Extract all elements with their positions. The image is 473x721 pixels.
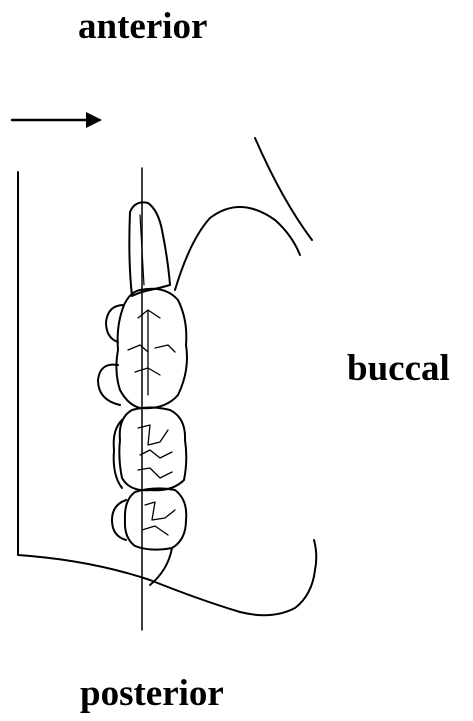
right-arrow-icon	[12, 112, 102, 128]
cheek-contour-mid	[175, 207, 300, 290]
tooth-2	[119, 408, 186, 491]
distal-contour	[150, 548, 172, 585]
tooth-1	[116, 289, 187, 408]
buccal-lobe-4	[112, 500, 126, 540]
cheek-contour-lower	[240, 540, 316, 615]
canine-tooth	[129, 202, 170, 296]
cheek-contour-upper	[255, 138, 312, 240]
